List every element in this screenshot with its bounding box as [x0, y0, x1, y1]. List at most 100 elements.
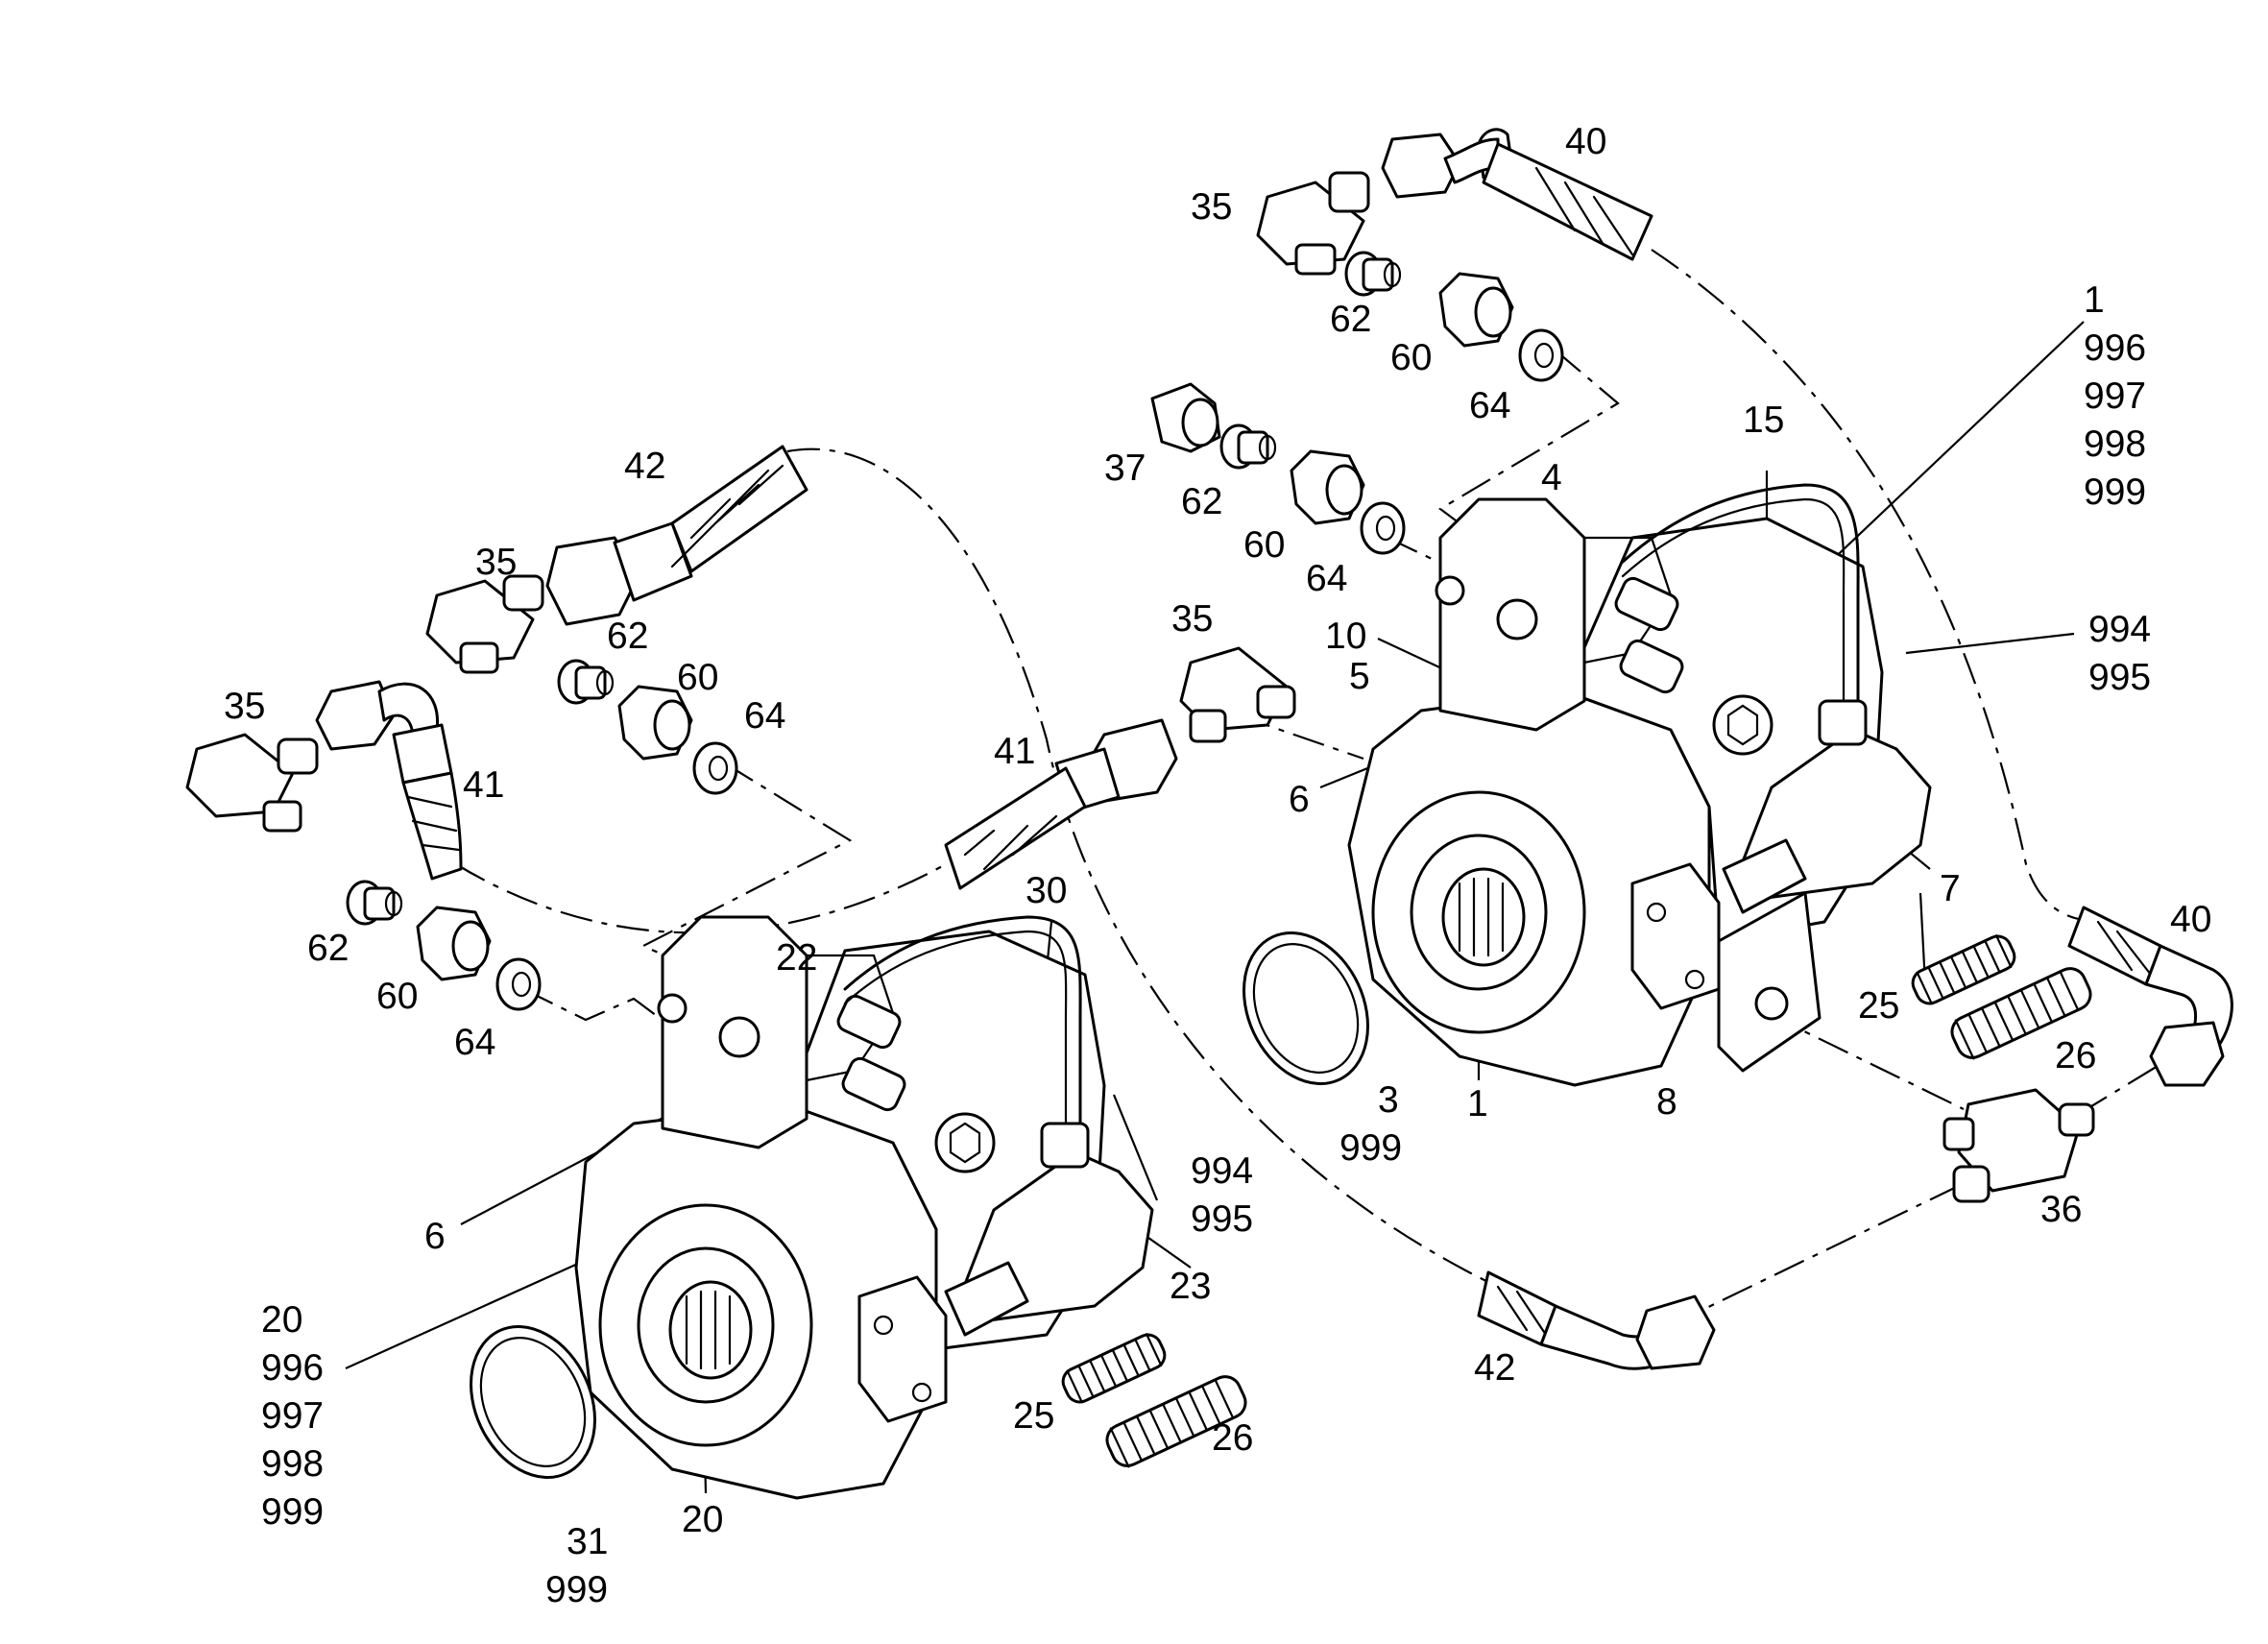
label-40: 40 — [1565, 121, 1606, 162]
label-7: 7 — [1940, 868, 1961, 909]
elbow-fitting-35-far-left — [185, 733, 319, 833]
hose-42-top — [545, 445, 808, 626]
seal-ring-3 — [1243, 931, 1369, 1086]
plug-62-lower-left — [346, 880, 403, 926]
label-998: 998 — [2084, 423, 2146, 465]
elbow-fitting-35-top — [1256, 171, 1370, 276]
label-31: 31 — [567, 1521, 608, 1562]
label-15: 15 — [1743, 399, 1784, 441]
hose-42-bottom — [1477, 1270, 1716, 1370]
label-998: 998 — [261, 1443, 324, 1485]
left-pump-assembly — [574, 915, 1154, 1500]
label-20: 20 — [682, 1499, 723, 1540]
label-6: 6 — [424, 1216, 446, 1257]
label-1: 1 — [1467, 1083, 1488, 1124]
label-997: 997 — [2084, 375, 2146, 417]
label-62: 62 — [1181, 481, 1222, 522]
label-999: 999 — [545, 1569, 608, 1610]
label-40: 40 — [2170, 899, 2211, 940]
plug-62-middle — [1219, 423, 1277, 470]
plug-62-upper-left — [557, 659, 615, 705]
label-60: 60 — [1390, 337, 1432, 378]
nut-60-top — [1438, 272, 1514, 348]
label-42: 42 — [1474, 1347, 1515, 1389]
label-25: 25 — [1858, 985, 1899, 1027]
label-20: 20 — [261, 1299, 302, 1341]
hose-41-left — [315, 680, 463, 881]
small-parts — [346, 251, 1564, 1011]
label-5: 5 — [1349, 656, 1370, 697]
right-pipe-15 — [1621, 483, 1860, 713]
label-10: 10 — [1325, 616, 1366, 657]
label-64: 64 — [1469, 385, 1510, 426]
hoses — [315, 128, 2233, 1370]
label-41: 41 — [463, 764, 504, 806]
washer-64-top — [1518, 328, 1564, 382]
nut-60-lower-left — [416, 906, 492, 981]
washer-64-middle — [1360, 501, 1406, 555]
label-35: 35 — [224, 686, 265, 727]
washer-64-lower-left — [495, 957, 542, 1011]
plug-37 — [1150, 382, 1221, 453]
label-999: 999 — [1339, 1127, 1402, 1169]
spring-26-left — [1105, 1375, 1247, 1468]
label-995: 995 — [1191, 1198, 1253, 1240]
label-25: 25 — [1013, 1395, 1054, 1437]
nut-60-upper-left — [617, 685, 693, 761]
elbow-fitting-35-upper-left — [425, 574, 544, 674]
label-23: 23 — [1170, 1266, 1211, 1307]
washer-64-upper-left — [692, 741, 738, 795]
label-997: 997 — [261, 1395, 324, 1437]
label-62: 62 — [1330, 299, 1371, 340]
label-30: 30 — [1025, 870, 1067, 911]
seal-ring-31 — [470, 1324, 596, 1480]
label-36: 36 — [2040, 1189, 2082, 1230]
elbow-fitting-35-center — [1179, 646, 1296, 743]
label-35: 35 — [1171, 598, 1213, 640]
right-pump-assembly — [1347, 483, 1932, 1087]
fittings — [185, 171, 2095, 1203]
label-37: 37 — [1104, 447, 1146, 489]
spring-26-right — [1950, 967, 2092, 1060]
hose-40-top — [1381, 128, 1653, 261]
label-999: 999 — [261, 1491, 324, 1533]
hose-41-center — [944, 718, 1178, 890]
label-4: 4 — [1541, 457, 1562, 498]
label-22: 22 — [776, 937, 817, 979]
label-995: 995 — [2088, 657, 2151, 698]
label-60: 60 — [677, 657, 718, 698]
label-996: 996 — [2084, 327, 2146, 369]
part-labels: 35 40 62 60 64 1 996 997 998 999 15 37 6… — [224, 121, 2211, 1610]
hose-40-right — [2067, 906, 2233, 1087]
label-999: 999 — [2084, 471, 2146, 513]
label-64: 64 — [454, 1022, 495, 1063]
label-41: 41 — [994, 731, 1035, 772]
label-64: 64 — [744, 695, 785, 737]
label-3: 3 — [1378, 1079, 1399, 1121]
plug-62-top — [1344, 251, 1402, 297]
label-60: 60 — [1243, 524, 1285, 566]
cross-fitting-36 — [1942, 1088, 2095, 1203]
label-35: 35 — [1191, 186, 1232, 228]
left-pump-shaft — [668, 1280, 753, 1380]
spring-25-right — [1911, 934, 2016, 1005]
right-block-8 — [1717, 891, 1822, 1073]
label-6: 6 — [1289, 779, 1310, 820]
label-62: 62 — [307, 928, 349, 969]
label-8: 8 — [1656, 1081, 1677, 1123]
label-60: 60 — [376, 976, 418, 1017]
nut-60-middle — [1290, 449, 1365, 525]
label-64: 64 — [1306, 558, 1347, 599]
label-996: 996 — [261, 1347, 324, 1389]
springs — [1061, 934, 2092, 1468]
label-62: 62 — [607, 616, 648, 657]
label-35: 35 — [475, 542, 517, 583]
label-26: 26 — [1212, 1417, 1253, 1459]
left-pipe-30 — [843, 915, 1082, 1135]
label-994: 994 — [1191, 1150, 1253, 1192]
label-26: 26 — [2055, 1035, 2096, 1076]
label-1: 1 — [2084, 279, 2105, 321]
label-42: 42 — [624, 446, 665, 487]
right-pump-shaft — [1441, 867, 1526, 967]
